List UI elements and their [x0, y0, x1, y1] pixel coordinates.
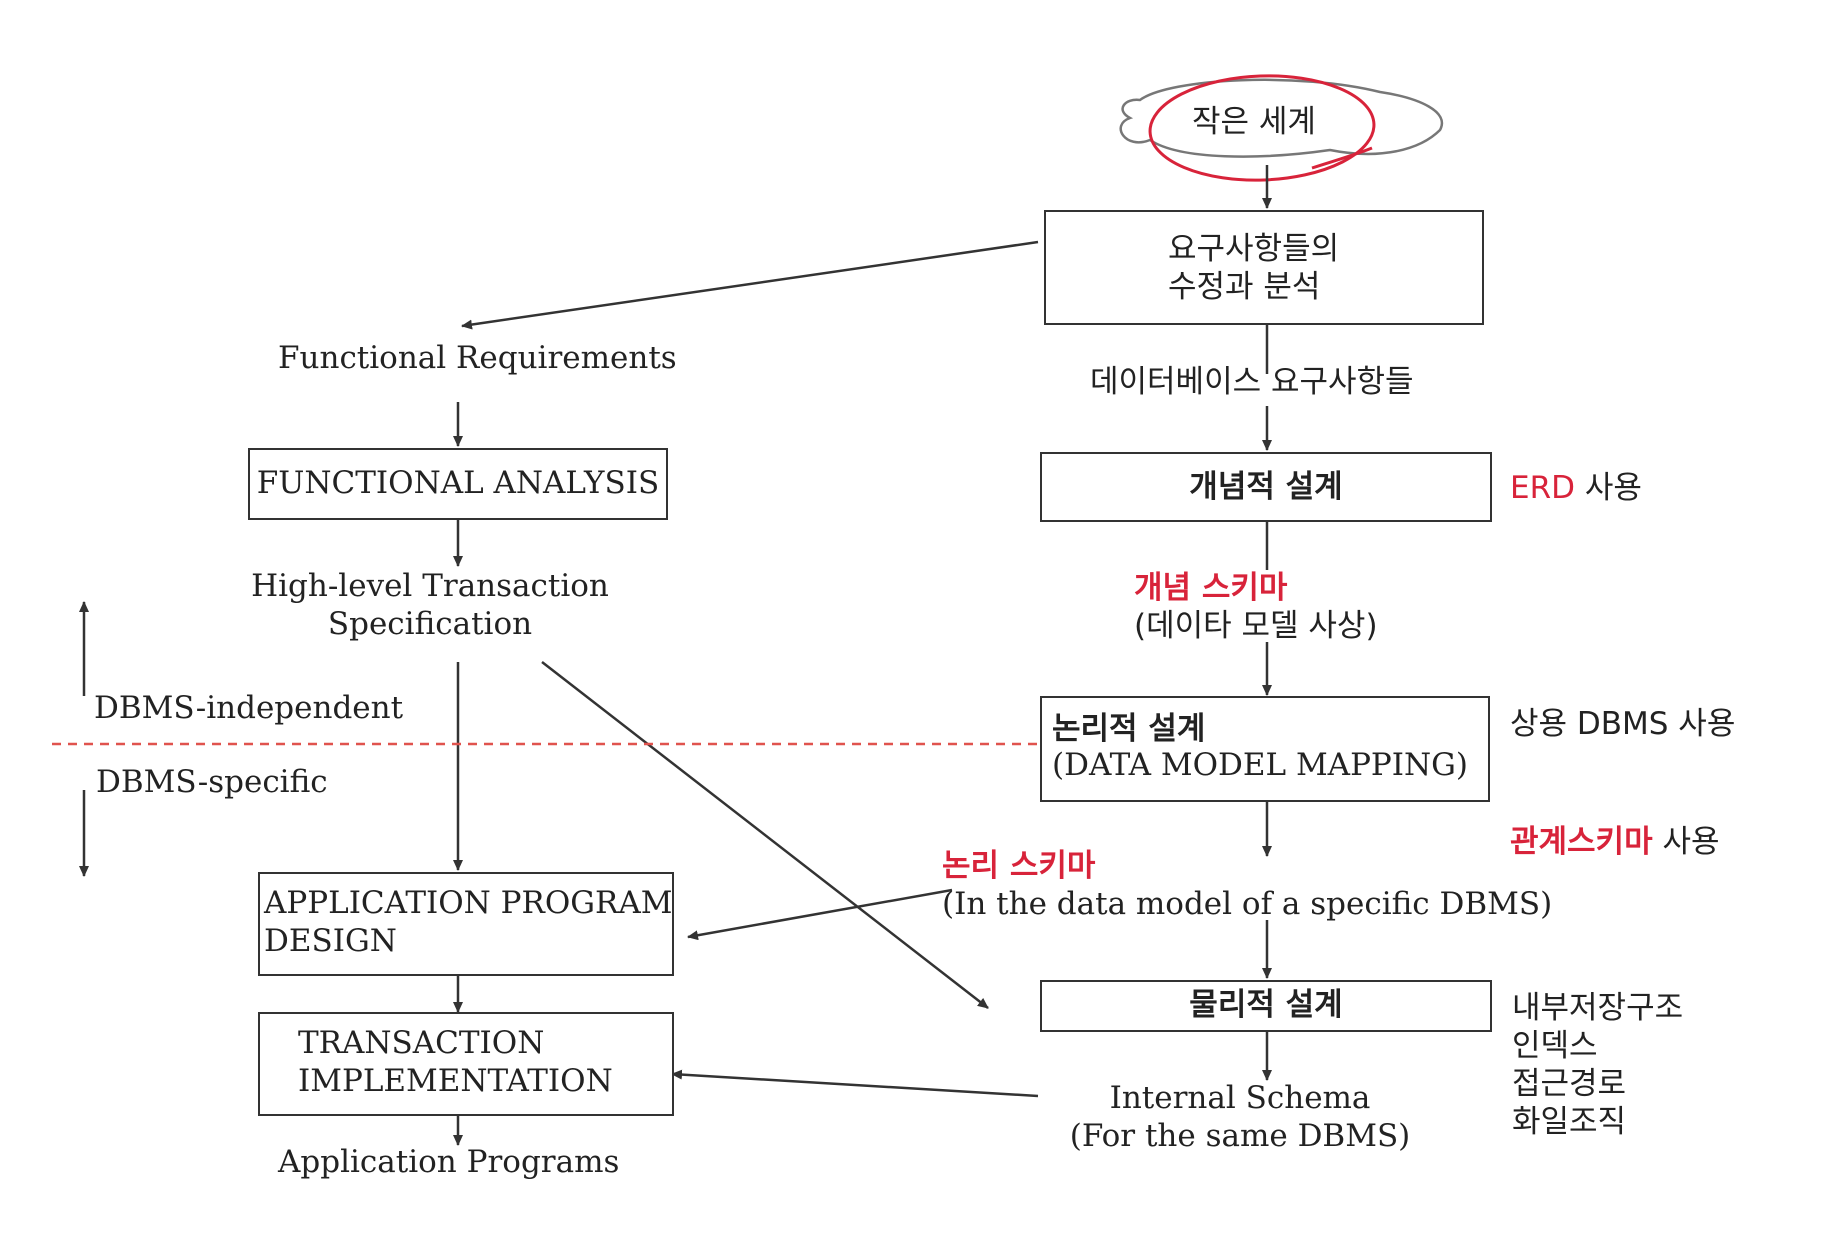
logical-design-box: [1040, 696, 1490, 802]
logical-design-label: 논리적 설계: [1052, 711, 1206, 747]
logical-note: 상용 DBMS 사용: [1510, 706, 1736, 742]
arrow-highlevel-to-physical: [541, 661, 989, 1009]
functional-analysis-label: FUNCTIONAL ANALYSIS: [256, 465, 660, 501]
transaction-line1: TRANSACTION: [298, 1025, 545, 1061]
db-requirements-label: 데이터베이스 요구사항들: [1090, 364, 1414, 400]
logical-design-sub: (DATA MODEL MAPPING): [1052, 747, 1469, 783]
erd-use-label: 사용: [1584, 470, 1642, 506]
internal-schema-line2: (For the same DBMS): [1069, 1118, 1411, 1154]
logical-schema-label: 논리 스키마: [942, 848, 1096, 884]
app-program-design-box: [258, 872, 674, 976]
physical-note-1: 내부저장구조: [1512, 990, 1684, 1026]
concept-schema-label: 개념 스키마: [1134, 570, 1288, 606]
physical-design-box: [1040, 980, 1492, 1032]
functional-requirements-label: Functional Requirements: [278, 340, 677, 376]
dbms-independent-label: DBMS-independent: [94, 690, 404, 726]
high-level-line1: High-level Transaction: [251, 568, 609, 604]
red-underline-annotation: [1311, 146, 1373, 170]
app-design-line1: APPLICATION PROGRAM: [264, 885, 673, 921]
concept-schema-sub: (데이타 모델 사상): [1134, 608, 1378, 644]
arrow-req-to-funcreq: [461, 240, 1039, 330]
relation-note: 관계스키마 사용: [1510, 824, 1720, 860]
high-level-line2: Specification: [327, 606, 533, 642]
requirements-box-line1: 요구사항들의: [1168, 231, 1340, 267]
physical-note-2: 인덱스: [1512, 1028, 1598, 1064]
app-design-line2: DESIGN: [264, 923, 397, 959]
transaction-impl-box: [258, 1012, 674, 1116]
dbms-specific-label: DBMS-specific: [96, 764, 328, 800]
relation-use-label: 사용: [1662, 824, 1720, 860]
functional-analysis-box: [248, 448, 668, 520]
requirements-box-line2: 수정과 분석: [1168, 269, 1321, 305]
physical-note-3: 접근경로: [1512, 1066, 1627, 1102]
conceptual-design-label: 개념적 설계: [1189, 469, 1343, 505]
application-programs-label: Application Programs: [278, 1144, 620, 1180]
physical-note-4: 화일조직: [1512, 1104, 1627, 1140]
transaction-line2: IMPLEMENTATION: [298, 1063, 613, 1099]
logical-schema-sub: (In the data model of a specific DBMS): [942, 886, 1553, 922]
internal-schema-line1: Internal Schema: [1109, 1080, 1371, 1116]
arrow-logschema-to-appdesign: [687, 888, 953, 941]
conceptual-note: ERD 사용: [1510, 470, 1642, 506]
relation-schema-label: 관계스키마: [1510, 824, 1653, 860]
red-circle-annotation: [1148, 74, 1376, 182]
physical-design-label: 물리적 설계: [1189, 987, 1343, 1023]
top-node-label: 작은 세계: [1192, 104, 1316, 140]
erd-label: ERD: [1510, 470, 1575, 506]
conceptual-design-box: [1040, 452, 1492, 522]
requirements-analysis-box: [1044, 210, 1484, 325]
arrow-internal-to-transaction: [671, 1069, 1039, 1098]
